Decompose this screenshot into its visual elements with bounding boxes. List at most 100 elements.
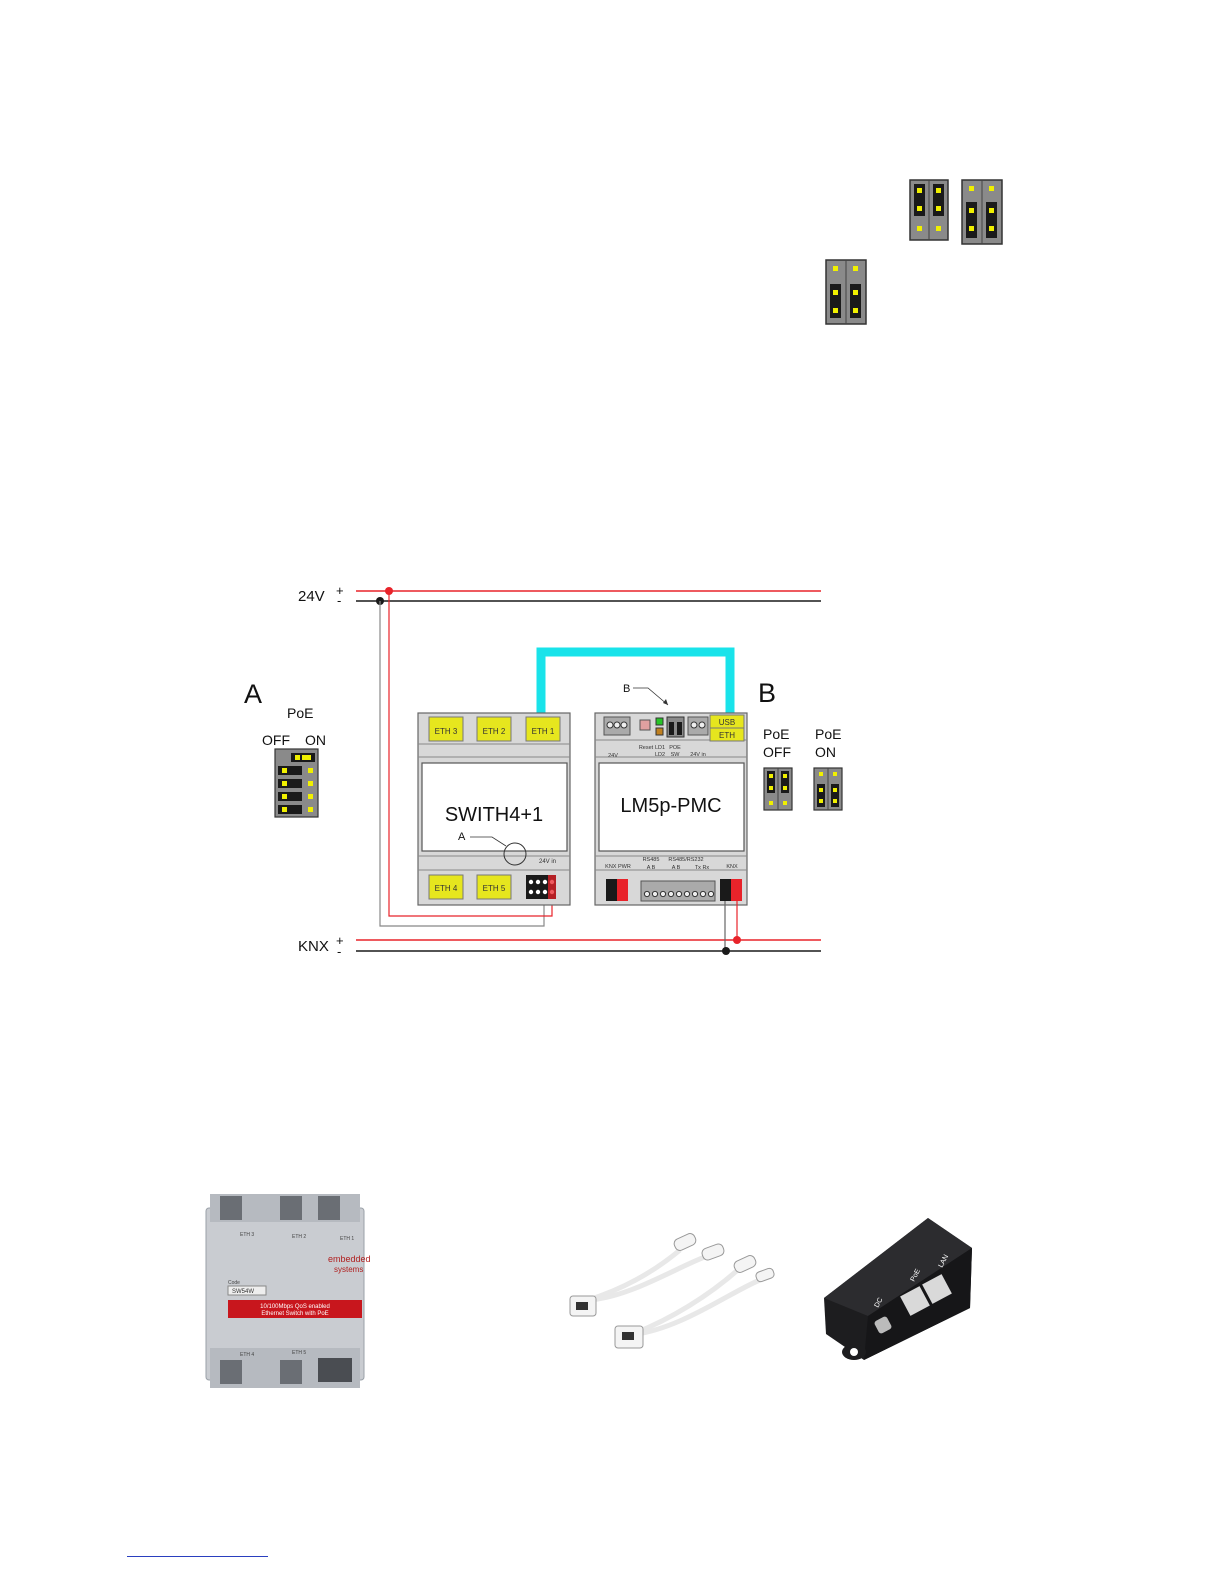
switch-device-name: SWITH4+1	[445, 804, 543, 826]
lm5-sw-label: SW	[671, 752, 681, 758]
splitter-dc-plug-3	[733, 1255, 757, 1273]
lm5-knx-terminal	[720, 879, 742, 901]
jumper-legend-pair	[909, 179, 1003, 245]
section-b-letter: B	[758, 678, 776, 708]
poe-injector-photo: DC PoE LAN	[824, 1218, 972, 1360]
lm5-led-ld1	[655, 717, 664, 726]
bus-knx-plus: +	[336, 933, 344, 948]
wiring-diagram: 24V + - SWITH4+1 ETH 3 ETH 2 ETH 1 ETH 4…	[298, 583, 821, 959]
section-b-off-line2: OFF	[763, 744, 791, 760]
dip-switch-block	[274, 748, 319, 818]
switch-photo-banner-line1: 10/100Mbps QoS enabled	[260, 1304, 330, 1310]
lm5-reset-button	[639, 719, 651, 731]
callout-b-arrowhead	[663, 699, 668, 705]
lm5-serial-terminal	[640, 880, 716, 902]
section-a-poe-title: PoE	[287, 705, 313, 721]
lm5-eth-label: ETH	[719, 731, 735, 740]
switch-port-eth4-label: ETH 4	[435, 884, 458, 893]
bus-knx-negative-node	[722, 947, 730, 955]
lm5-knx-label: KNX	[726, 864, 738, 870]
section-a-off-label: OFF	[262, 732, 290, 748]
jumper-legend-single	[825, 259, 867, 325]
switch-photo-code-value: SW54W	[232, 1289, 254, 1295]
switch-photo-banner-line2: Ethernet Switch with PoE	[261, 1311, 328, 1317]
bus-24v-label: 24V	[298, 588, 325, 605]
section-b-jumper-on	[813, 767, 843, 811]
bus-knx-label: KNX	[298, 938, 329, 955]
injector-dc-label: DC	[874, 1297, 885, 1309]
bus-24v-plus: +	[336, 583, 344, 598]
section-b-off-line1: PoE	[763, 726, 789, 742]
switch-supply-terminal	[526, 875, 556, 899]
feed-wire-positive	[388, 591, 553, 917]
injector-dc-jack	[874, 1316, 892, 1334]
lm5-device: LM5p-PMC USB ETH 24V Reset LD1 LD2 POE S…	[594, 683, 748, 906]
switch-port-eth1	[525, 716, 561, 742]
switch-photo-brand-line1: embedded	[328, 1254, 371, 1264]
switch-port-eth2-label: ETH 2	[483, 727, 506, 736]
lm5-txrx-label: Tx Rx	[695, 865, 710, 871]
poe-splitter-cable-photo	[569, 1233, 775, 1349]
injector-lan-port	[922, 1274, 952, 1304]
switch-port-eth1-label: ETH 1	[532, 727, 555, 736]
lm5-ld2-label: LD2	[655, 752, 665, 758]
switch-port-eth3	[428, 716, 464, 742]
switch-photo-port-eth4: ETH 4	[240, 1352, 254, 1358]
switch-photo-code-label: Code	[228, 1280, 240, 1286]
section-b-poe-jumpers: B PoE OFF PoE ON	[758, 678, 843, 811]
lm5-device-name: LM5p-PMC	[620, 795, 721, 817]
jumper-block-off	[909, 179, 949, 241]
section-b-on-line1: PoE	[815, 726, 841, 742]
lm5-24v-terminal	[603, 716, 631, 736]
lm5-poe-jumper	[666, 716, 685, 738]
switch-photo-port-eth2: ETH 2	[292, 1234, 306, 1240]
switch-port-eth5-label: ETH 5	[483, 884, 506, 893]
callout-a-letter: A	[458, 831, 466, 843]
bus-24v-minus: -	[337, 593, 341, 608]
lm5-poe-label: POE	[669, 745, 681, 751]
lm5-reset-label: Reset	[639, 745, 654, 751]
splitter-dc-plug-4	[755, 1267, 775, 1283]
switch-photo-port-eth1: ETH 1	[340, 1236, 354, 1242]
bus-knx-positive-node	[733, 936, 741, 944]
switch-supply-label: 24V in	[539, 859, 556, 865]
lm5-24vin-label: 24V in	[690, 752, 706, 758]
lm5-rs232-ab-label: A B	[672, 865, 681, 871]
lm5-knx-pwr-label: KNX PWR	[605, 864, 631, 870]
injector-poe-port	[900, 1286, 930, 1316]
lm5-24v-label: 24V	[608, 753, 618, 759]
lm5-knx-pwr-terminal	[606, 879, 628, 901]
bus-knx-minus: -	[337, 944, 341, 959]
section-a-poe-dip: A PoE OFF ON	[244, 679, 326, 818]
lm5-rs485-ab-label: A B	[647, 865, 656, 871]
callout-b-letter: B	[623, 683, 630, 695]
switch-port-eth2	[476, 716, 512, 742]
jumper-block-on-tall	[961, 179, 1003, 245]
splitter-dc-plug-1	[673, 1233, 697, 1251]
lm5-usb-label: USB	[719, 718, 735, 727]
section-b-on-line2: ON	[815, 744, 836, 760]
lm5-rs485-rs232-label: RS485/RS232	[668, 857, 703, 863]
switch-photo-brand-line2: systems	[334, 1265, 363, 1274]
switch-port-eth5	[476, 874, 512, 900]
switch-photo-code-box	[227, 1285, 267, 1296]
switch-port-eth3-label: ETH 3	[435, 727, 458, 736]
lm5-24vin-terminal	[687, 716, 709, 736]
switch-port-eth4	[428, 874, 464, 900]
splitter-dc-plug-2	[701, 1243, 725, 1261]
callout-a-leader	[470, 836, 507, 847]
callout-a-circle	[503, 842, 527, 866]
section-a-on-label: ON	[305, 732, 326, 748]
switch-device: SWITH4+1 ETH 3 ETH 2 ETH 1 ETH 4 ETH 5 2…	[417, 712, 571, 906]
section-b-jumper-off	[763, 767, 793, 811]
lm5-led-ld2	[655, 727, 664, 736]
lm5-rs485-label: RS485	[643, 857, 660, 863]
switch-photo-port-eth3: ETH 3	[240, 1232, 254, 1238]
switch-photo: ETH 3 ETH 2 ETH 1 ETH 4 ETH 5 embedded s…	[205, 1194, 371, 1388]
ethernet-cable	[536, 647, 735, 715]
callout-b-leader	[633, 687, 669, 706]
footer-divider	[127, 1556, 268, 1557]
section-a-letter: A	[244, 679, 262, 709]
switch-photo-banner	[228, 1300, 362, 1318]
feed-wire-negative	[379, 601, 545, 927]
